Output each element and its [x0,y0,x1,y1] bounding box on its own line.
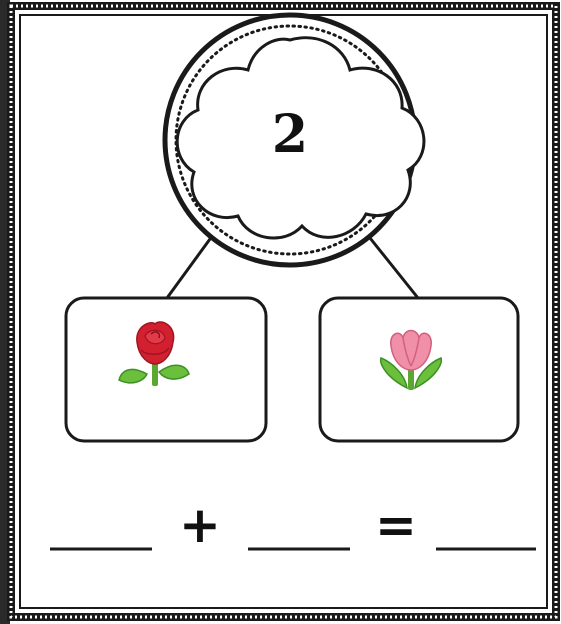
part-box-right [320,298,518,441]
equation-row: + = [50,496,536,554]
whole-circle: 2 [165,15,424,265]
part-box-left [66,298,266,441]
equals-sign: = [375,496,417,554]
total-number: 2 [272,104,308,165]
plus-sign: + [179,496,221,554]
